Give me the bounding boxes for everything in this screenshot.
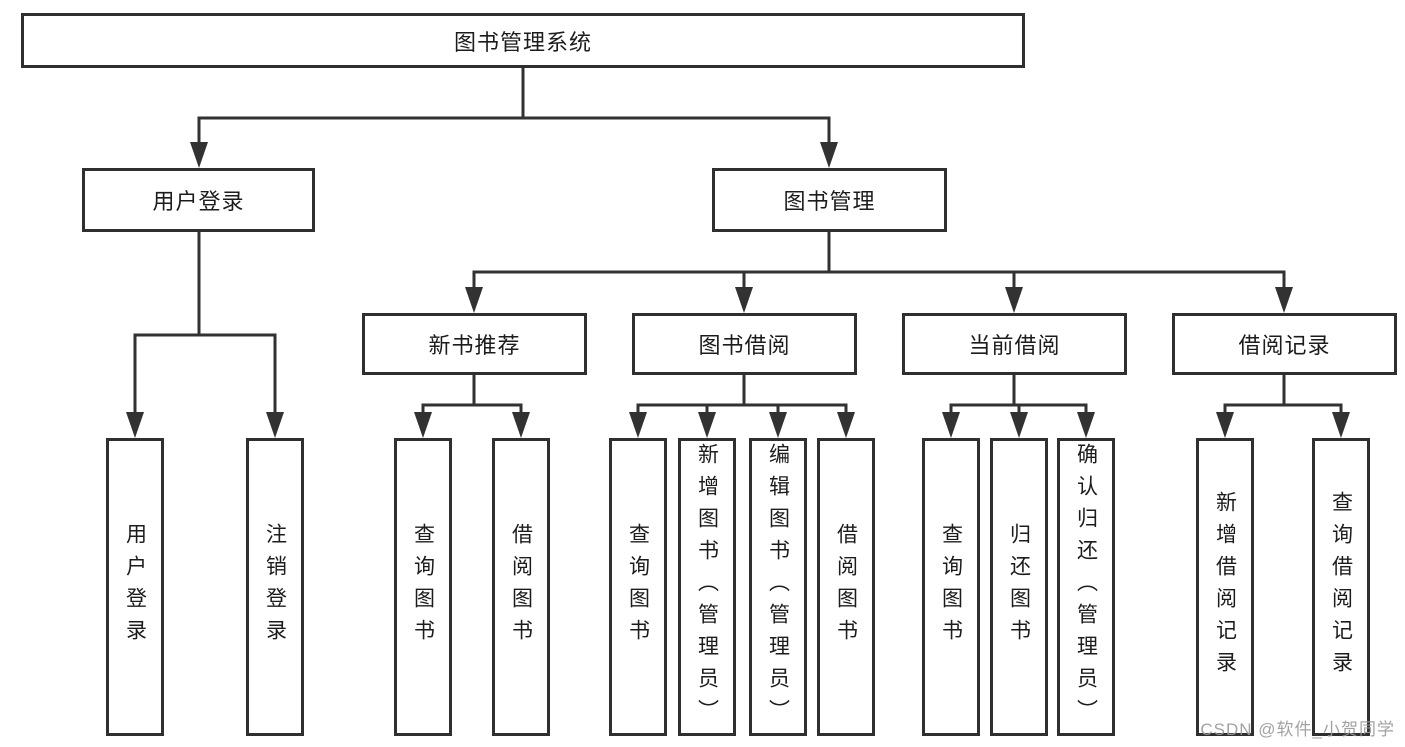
connector-book-mgmt-split [472,230,1286,274]
node-leaf-user-login: 用户登录 [106,438,164,736]
node-leaf-add-borrow-record: 新增借阅记录 [1196,438,1254,736]
node-root: 图书管理系统 [21,13,1025,68]
connector-user-login-split [133,230,277,337]
node-user-login: 用户登录 [82,168,315,232]
node-leaf-query-books-current: 查询图书 [922,438,980,736]
node-book-management-label: 图书管理 [783,189,876,214]
node-book-management: 图书管理 [712,168,947,232]
node-leaf-return-books: 归还图书 [990,438,1048,736]
node-leaf-add-books-admin: 新增图书（管理员） [678,438,736,736]
connector-root-split [197,66,831,120]
node-current-borrowing: 当前借阅 [902,313,1127,375]
node-user-login-label: 用户登录 [152,189,245,214]
node-book-borrowing: 图书借阅 [632,313,857,375]
node-leaf-query-borrow-record: 查询借阅记录 [1312,438,1370,736]
node-current-borrowing-label: 当前借阅 [968,333,1061,358]
node-leaf-query-books-borrow: 查询图书 [609,438,667,736]
node-leaf-logout: 注销登录 [246,438,304,736]
connector-book-borrow-split [636,373,848,407]
arrow-heads [126,142,1350,438]
node-new-book-recommend-label: 新书推荐 [428,333,521,358]
connector-borrow-record-split [1223,373,1343,407]
node-borrowing-records-label: 借阅记录 [1238,333,1331,358]
node-leaf-edit-books-admin: 编辑图书（管理员） [749,438,807,736]
arrow-shafts [133,116,1343,416]
node-book-borrowing-label: 图书借阅 [698,333,791,358]
node-leaf-borrow-books: 借阅图书 [817,438,875,736]
node-root-label: 图书管理系统 [453,29,592,55]
node-leaf-confirm-return-admin: 确认归还（管理员） [1057,438,1115,736]
node-borrowing-records: 借阅记录 [1172,313,1397,375]
connector-current-borrow-split [949,373,1088,407]
node-leaf-borrow-books-recommend: 借阅图书 [492,438,550,736]
node-leaf-query-books-recommend: 查询图书 [394,438,452,736]
csdn-watermark: CSDN @软件_小贺同学 [1200,720,1395,739]
connector-new-book-split [421,373,523,407]
node-new-book-recommend: 新书推荐 [362,313,587,375]
